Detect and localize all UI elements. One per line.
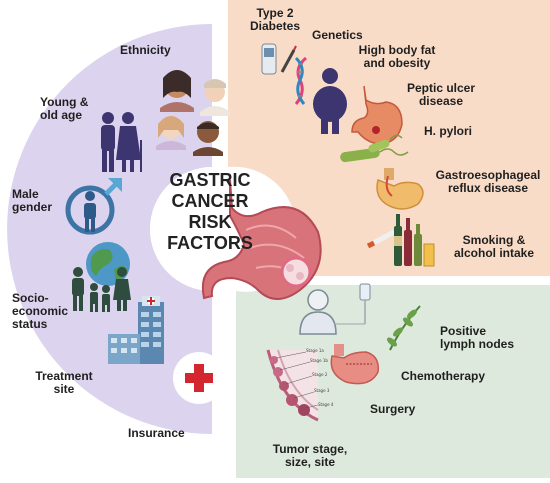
hospital-building-icon xyxy=(108,296,164,364)
label-line: economic xyxy=(12,304,69,318)
label-line: Peptic ulcer xyxy=(406,81,476,95)
label-line: Tumor stage, xyxy=(272,442,348,456)
label-line: Positive xyxy=(440,324,487,338)
label-smoking-alcohol: Smoking & alcohol intake xyxy=(448,234,540,260)
label-high-body-fat: High body fat and obesity xyxy=(350,44,444,70)
label-line: Diabetes xyxy=(250,19,301,33)
label-line: Smoking & xyxy=(462,233,526,247)
label-line: Male xyxy=(12,187,39,201)
label-treatment-site: Treatment site xyxy=(32,370,96,396)
label-male-gender: Male gender xyxy=(12,188,52,214)
label-line: Young & xyxy=(40,95,89,109)
bacteria-icon xyxy=(340,134,409,163)
label-line: reflux disease xyxy=(447,181,529,195)
label-line: alcohol intake xyxy=(453,246,535,260)
surgical-stomach-icon xyxy=(330,344,379,385)
stage-label: Stage 4 xyxy=(318,402,334,407)
title-line: GASTRIC xyxy=(169,170,251,190)
reflux-stomach-icon xyxy=(376,168,424,210)
obese-person-icon xyxy=(313,68,347,134)
label-gerd: Gastroesophageal reflux disease xyxy=(430,169,546,195)
label-line: size, site xyxy=(284,455,336,469)
title-line: RISK xyxy=(188,212,232,232)
label-line: site xyxy=(53,382,75,396)
center-title: GASTRIC CANCER RISK FACTORS xyxy=(156,170,264,254)
stage-label: Stage 1a xyxy=(306,348,324,353)
leaf-branch-icon xyxy=(387,305,421,351)
dna-helix-icon xyxy=(294,56,307,105)
title-line: CANCER xyxy=(171,191,249,211)
label-surgery: Surgery xyxy=(370,402,416,416)
label-line: status xyxy=(12,317,48,331)
label-line: Type 2 xyxy=(256,6,294,20)
faces-icon xyxy=(156,70,230,156)
label-line: and obesity xyxy=(363,56,431,70)
stage-label: Stage 2 xyxy=(312,372,328,377)
label-chemotherapy: Chemotherapy xyxy=(401,369,486,383)
tumor-stages-icon xyxy=(266,349,319,422)
elderly-couple-icon xyxy=(101,112,142,172)
male-symbol-icon xyxy=(65,178,122,235)
stage-label: Stage 1b xyxy=(310,358,328,363)
label-positive-lymph-nodes: Positive lymph nodes xyxy=(440,325,514,351)
red-cross-icon xyxy=(173,352,225,404)
label-line: gender xyxy=(12,200,53,214)
stage-label: Stage 3 xyxy=(314,388,330,393)
glucose-meter-icon xyxy=(261,43,297,75)
patient-iv-icon xyxy=(299,283,371,335)
label-line: Gastroesophageal xyxy=(435,168,541,182)
label-ethnicity: Ethnicity xyxy=(120,43,171,57)
title-line: FACTORS xyxy=(167,233,253,253)
label-insurance: Insurance xyxy=(128,426,185,440)
label-socio-economic: Socio- economic status xyxy=(12,292,68,331)
label-type2-diabetes: Type 2 Diabetes xyxy=(250,7,300,33)
label-age: Young & old age xyxy=(40,96,88,122)
label-line: Socio- xyxy=(12,291,49,305)
label-genetics: Genetics xyxy=(312,28,363,42)
label-peptic-ulcer: Peptic ulcer disease xyxy=(402,82,480,108)
bottles-cigarette-icon xyxy=(366,214,435,267)
label-h-pylori: H. pylori xyxy=(424,124,473,138)
label-line: old age xyxy=(40,108,83,122)
label-line: Treatment xyxy=(35,369,93,383)
label-line: High body fat xyxy=(358,43,436,57)
label-line: lymph nodes xyxy=(440,337,515,351)
family-globe-icon xyxy=(72,242,131,312)
stomach-tumor-icon xyxy=(202,179,322,300)
label-tumor-stage: Tumor stage, size, site xyxy=(264,443,356,469)
label-line: disease xyxy=(418,94,464,108)
